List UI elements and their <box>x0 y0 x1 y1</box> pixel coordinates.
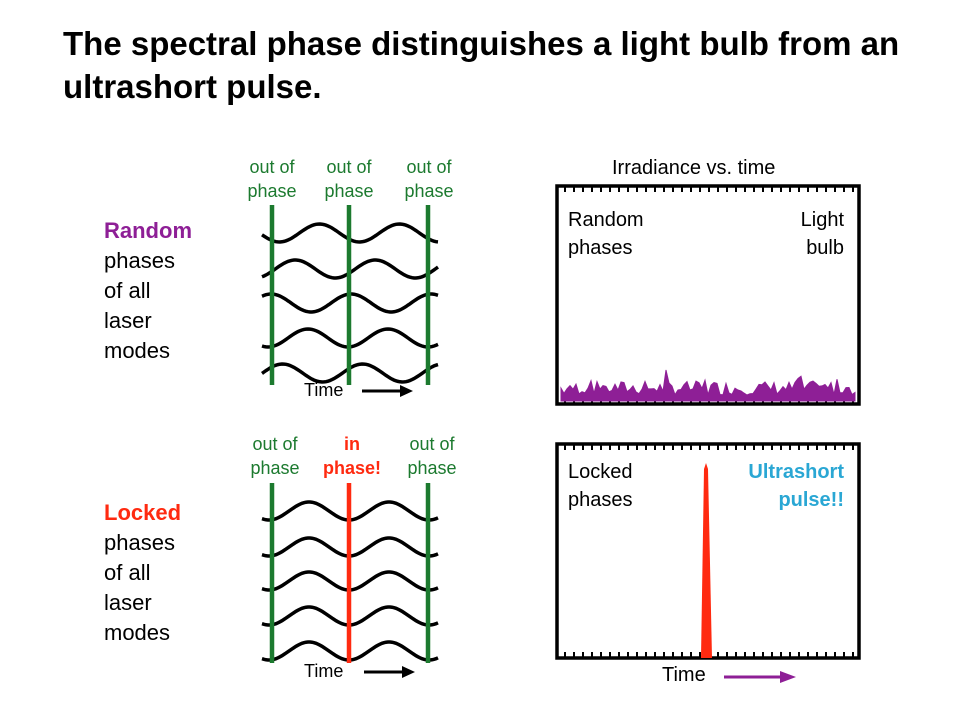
plot-top-left-text: Random phases <box>568 206 644 262</box>
plot-bottom-right-text: Ultrashort pulse!! <box>712 458 844 514</box>
random-phases-label: Random phases of all laser modes <box>104 216 192 366</box>
label-line: phases <box>104 248 175 273</box>
plot-text-line: Random <box>568 209 644 231</box>
label-line: of all <box>104 278 151 303</box>
col-label-line: phase <box>404 181 454 201</box>
irradiance-noise-trace <box>560 369 856 402</box>
col-label-line: out of <box>326 157 372 177</box>
slide-title: The spectral phase distinguishes a light… <box>63 25 900 105</box>
irradiance-heading: Irradiance vs. time <box>612 157 776 179</box>
col-label-line: phase <box>250 458 300 478</box>
top-col-label-1: out of phase <box>232 155 312 203</box>
label-line: modes <box>104 338 171 363</box>
col-label-line: phase <box>247 181 297 201</box>
arrow-right-icon <box>364 666 415 678</box>
light-bulb-irradiance-plot <box>555 184 861 406</box>
ultrashort-pulse-irradiance-plot <box>555 442 861 660</box>
wave-time-label-top: Time <box>304 380 344 400</box>
col-label-line: out of <box>252 434 298 454</box>
label-line: laser <box>104 590 152 615</box>
col-label-line: out of <box>249 157 295 177</box>
wave-time-label-bottom: Time <box>304 661 344 681</box>
col-label-line: phase! <box>322 458 382 478</box>
random-keyword: Random <box>104 218 192 243</box>
col-label-line: phase <box>407 458 457 478</box>
arrow-right-icon <box>362 385 413 397</box>
label-line: of all <box>104 560 151 585</box>
col-label-line: out of <box>406 157 452 177</box>
plot-top-right-text: Light bulb <box>742 206 844 262</box>
plot-bottom-left-text: Locked phases <box>568 458 633 514</box>
bottom-col-label-3: out of phase <box>392 432 472 480</box>
plot-time-label: Time <box>662 664 706 686</box>
locked-phases-label: Locked phases of all laser modes <box>104 498 181 648</box>
col-label-line: in <box>344 434 360 454</box>
col-label-line: out of <box>409 434 455 454</box>
plot-text-line: phases <box>568 489 633 511</box>
label-line: phases <box>104 530 175 555</box>
label-line: laser <box>104 308 152 333</box>
col-label-line: phase <box>324 181 374 201</box>
bottom-col-label-in-phase: in phase! <box>312 432 392 480</box>
bottom-col-label-1: out of phase <box>235 432 315 480</box>
plot-text-line: Light <box>800 209 844 231</box>
plot-text-line: Ultrashort <box>748 461 844 483</box>
random-phase-waves <box>260 205 440 385</box>
plot-text-line: phases <box>568 237 633 259</box>
plot-text-line: pulse!! <box>778 489 844 511</box>
locked-keyword: Locked <box>104 500 182 525</box>
plot-text-line: bulb <box>806 237 844 259</box>
ultrashort-pulse-peak <box>701 463 712 658</box>
label-line: modes <box>104 620 171 645</box>
top-col-label-3: out of phase <box>389 155 469 203</box>
top-col-label-2: out of phase <box>309 155 389 203</box>
arrow-right-icon <box>724 671 796 683</box>
plot-text-line: Locked <box>568 461 633 483</box>
locked-phase-waves <box>261 483 439 663</box>
